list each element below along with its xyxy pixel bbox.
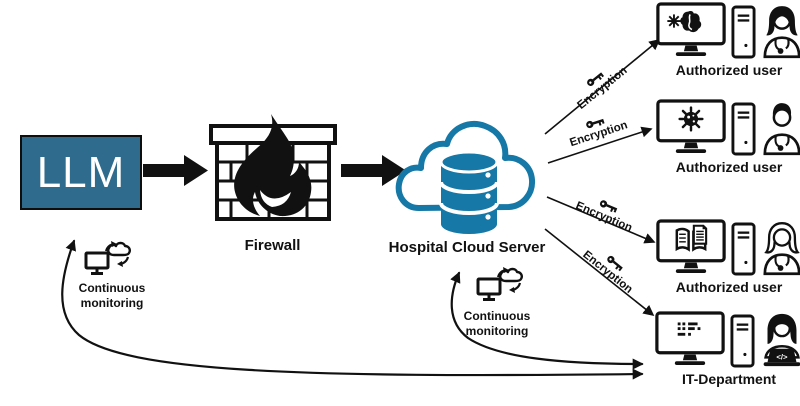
- tower-icon: [730, 222, 756, 276]
- monitoring-icon-cloud: [476, 267, 523, 301]
- flow-arrow-llm-to-firewall: [143, 155, 208, 186]
- flame-icon: [234, 114, 312, 217]
- key-icon: [586, 118, 605, 129]
- firewall-label: Firewall: [244, 237, 301, 254]
- key-icon: [599, 200, 618, 213]
- monitoring-arrow-cloud-it: [450, 271, 644, 370]
- user-group-4: </> IT-Department: [654, 311, 800, 387]
- admin-dashboard-icon: [677, 322, 700, 336]
- monitor-sync-icon: [476, 267, 523, 301]
- brain-scan-icon: [666, 11, 701, 33]
- monitor-icon: [655, 2, 726, 57]
- tower-icon: [729, 314, 755, 368]
- nurse-icon: [762, 222, 800, 276]
- monitor-icon: [655, 219, 726, 274]
- it-person-icon: </>: [763, 313, 800, 367]
- monitoring-label-cloud: Continuous monitoring: [463, 309, 531, 338]
- user-group-2-label: Authorized user: [675, 159, 783, 175]
- llm-box: LLM: [20, 135, 142, 210]
- monitor-sync-icon: [84, 241, 131, 275]
- firewall-icon: [209, 114, 337, 221]
- monitoring-icon-llm: [84, 241, 131, 275]
- laptop-icon: </>: [763, 348, 800, 367]
- cloud-server-icon: [395, 121, 536, 234]
- encryption-label-1: Encryption: [575, 64, 630, 112]
- database-icon: [439, 150, 499, 234]
- user-group-1-label: Authorized user: [675, 62, 783, 78]
- doctor-icon: [762, 6, 800, 59]
- monitor-icon: [654, 311, 725, 366]
- cloud-server-label: Hospital Cloud Server: [388, 239, 546, 256]
- encryption-label-2: Encryption: [565, 109, 629, 149]
- stethoscope-icon: [773, 255, 790, 271]
- flow-arrow-firewall-to-cloud: [341, 155, 406, 186]
- virus-icon: [677, 106, 704, 132]
- encryption-arrow-1: [544, 38, 661, 135]
- tower-icon: [730, 5, 756, 59]
- key-icon: [587, 72, 605, 86]
- encryption-label-3: Encryption: [574, 190, 638, 235]
- medical-record-icon: [675, 224, 707, 252]
- stethoscope-icon: [773, 38, 790, 54]
- encryption-label-4: Encryption: [580, 248, 635, 296]
- user-group-2: Authorized user: [655, 99, 800, 175]
- user-group-1: Authorized user: [655, 2, 800, 78]
- doctor-icon: [762, 103, 800, 156]
- stethoscope-icon: [773, 135, 790, 151]
- user-group-3: Authorized user: [655, 219, 800, 295]
- tower-icon: [730, 102, 756, 156]
- key-icon: [607, 255, 623, 272]
- code-glyph: </>: [776, 352, 788, 361]
- encryption-arrow-3: [546, 196, 656, 244]
- monitor-icon: [655, 99, 726, 154]
- user-group-3-label: Authorized user: [675, 279, 783, 295]
- monitoring-arrow-llm-it: [61, 239, 644, 380]
- user-group-4-label: IT-Department: [681, 371, 777, 387]
- monitoring-label-llm: Continuous monitoring: [78, 281, 146, 310]
- llm-label: LLM: [36, 147, 126, 197]
- encryption-arrow-2: [547, 126, 653, 164]
